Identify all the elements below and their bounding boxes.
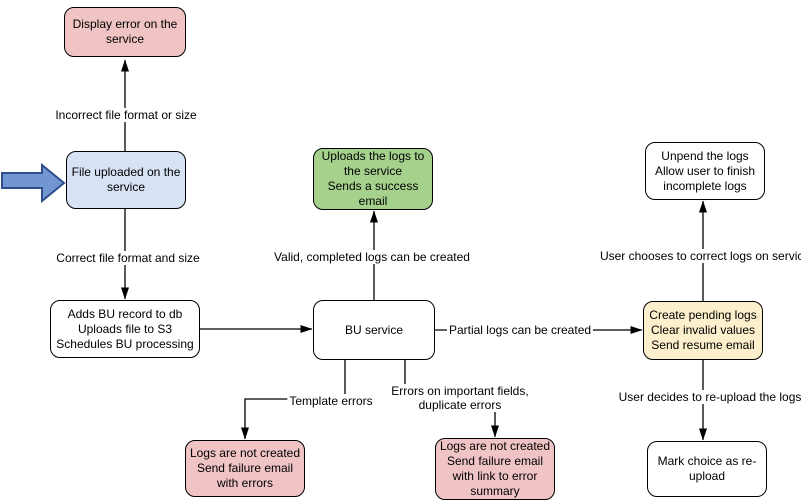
edge-label-partial-logs: Partial logs can be created (446, 323, 594, 337)
node-uploads-logs-success: Uploads the logs to the service Sends a … (313, 148, 433, 210)
edge-label-user-corrects: User chooses to correct logs on service (597, 249, 801, 263)
edge-label-incorrect-format: Incorrect file format or size (53, 108, 199, 122)
node-logs-not-created-errors: Logs are not created Send failure email … (185, 440, 305, 497)
node-file-uploaded: File uploaded on the service (66, 151, 186, 209)
node-unpend-logs: Unpend the logs Allow user to finish inc… (645, 142, 765, 200)
edge-label-template-errors: Template errors (287, 394, 375, 408)
node-bu-service: BU service (313, 300, 435, 360)
node-create-pending-logs: Create pending logs Clear invalid values… (643, 301, 763, 360)
node-mark-reupload: Mark choice as re- upload (647, 441, 767, 497)
edge-label-user-reuploads: User decides to re-upload the logs (616, 390, 801, 404)
edge-label-correct-format: Correct file format and size (54, 251, 202, 265)
node-logs-not-created-summary: Logs are not created Send failure email … (435, 438, 555, 500)
node-display-error: Display error on the service (64, 7, 186, 57)
edge-label-valid-logs: Valid, completed logs can be created (272, 250, 472, 264)
edge-label-important-field-errors: Errors on important fields, duplicate er… (389, 384, 531, 412)
node-adds-bu-record: Adds BU record to db Uploads file to S3 … (50, 300, 200, 358)
input-block-arrow (1, 162, 66, 204)
